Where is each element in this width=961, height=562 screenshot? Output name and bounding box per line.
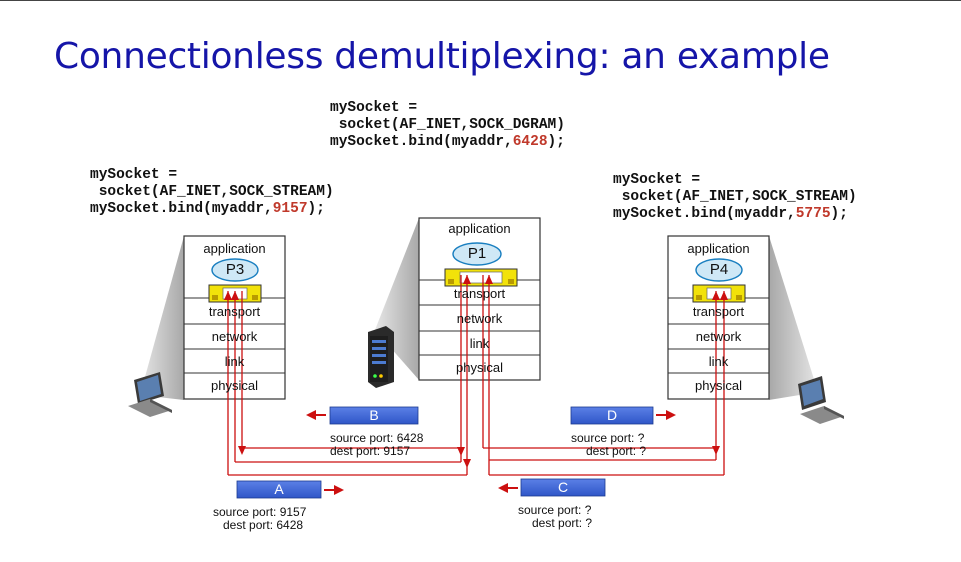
code-line: );: [547, 134, 565, 150]
server-transport-label: transport: [453, 286, 506, 301]
right-network-label: network: [695, 329, 742, 344]
left-client-socket-code: mySocket = socket(AF_INET,SOCK_STREAM) m…: [90, 167, 334, 218]
segment-a-source-port: source port: 9157: [213, 505, 307, 519]
path-arrowheads: [224, 275, 728, 468]
right-link-label: link: [708, 354, 729, 369]
server-network-label: network: [456, 311, 503, 326]
code-line: mySocket.bind(myaddr,: [330, 134, 513, 150]
segment-d-label: D: [606, 407, 618, 423]
desktop-computer-icon: [798, 376, 844, 424]
code-line: mySocket.bind(myaddr,: [613, 206, 796, 222]
segment-d-source-port: source port: ?: [571, 431, 645, 445]
slide-title: Connectionless demultiplexing: an exampl…: [54, 36, 830, 77]
segment-b-label: B: [369, 407, 379, 423]
top-border: [0, 0, 961, 1]
port-number: 6428: [512, 134, 548, 150]
code-line: mySocket.bind(myaddr,: [90, 201, 273, 217]
segment-a-dest-port: dest port: 6428: [223, 518, 304, 532]
right-app-label: application: [687, 241, 750, 256]
server-tower-icon: [368, 326, 394, 388]
segment-c-source-port: source port: ?: [518, 503, 592, 517]
server-app-label: application: [448, 221, 511, 236]
process-p3: P3: [225, 261, 245, 278]
segment-b-source-port: source port: 6428: [330, 431, 424, 445]
code-line: mySocket =: [330, 100, 418, 116]
left-physical-label: physical: [211, 378, 258, 393]
segment-c-dest-port: dest port: ?: [532, 516, 593, 530]
left-app-label: application: [203, 241, 266, 256]
process-p1: P1: [467, 245, 487, 262]
segment-d-dest-port: dest port: ?: [586, 444, 647, 458]
desktop-computer-icon: [128, 372, 172, 417]
code-line: socket(AF_INET,SOCK_DGRAM): [330, 117, 565, 133]
process-p4: P4: [709, 261, 729, 278]
packet-paths: [227, 275, 725, 476]
right-protocol-stack: [667, 235, 770, 400]
server-protocol-stack: [418, 217, 541, 381]
port-number: 9157: [272, 201, 308, 217]
segment-c: [520, 478, 606, 497]
server-socket-code: mySocket = socket(AF_INET,SOCK_DGRAM) my…: [330, 100, 565, 151]
segment-a-label: A: [274, 481, 284, 497]
segment-a-arrow: [334, 485, 344, 495]
segment-b-arrow: [306, 410, 316, 420]
left-stack-shadow: [140, 236, 184, 400]
right-transport-label: transport: [692, 304, 745, 319]
code-line: mySocket =: [90, 167, 178, 183]
segment-d-arrow: [666, 410, 676, 420]
port-number: 5775: [795, 206, 831, 222]
server-link-label: link: [469, 336, 490, 351]
segment-c-label: C: [557, 479, 569, 495]
segment-c-arrow: [498, 483, 508, 493]
left-link-label: link: [224, 354, 245, 369]
segment-b-dest-port: dest port: 9157: [330, 444, 411, 458]
code-line: socket(AF_INET,SOCK_STREAM): [613, 189, 857, 205]
right-client-socket-code: mySocket = socket(AF_INET,SOCK_STREAM) m…: [613, 172, 857, 223]
segment-d: [570, 406, 654, 425]
code-line: );: [307, 201, 325, 217]
right-stack-shadow: [769, 236, 818, 400]
right-physical-label: physical: [695, 378, 742, 393]
code-line: socket(AF_INET,SOCK_STREAM): [90, 184, 334, 200]
segment-b: [329, 406, 419, 425]
left-network-label: network: [211, 329, 258, 344]
segment-a: [236, 480, 322, 499]
code-line: );: [830, 206, 848, 222]
code-line: mySocket =: [613, 172, 701, 188]
server-physical-label: physical: [456, 360, 503, 375]
left-transport-label: transport: [208, 304, 261, 319]
